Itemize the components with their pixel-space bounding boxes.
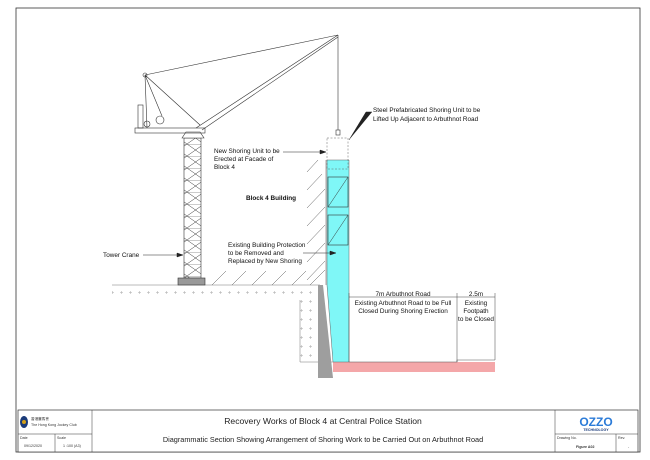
- label-building: Block 4 Building: [246, 195, 296, 202]
- label-footpath-note-3: to be Closed: [458, 316, 494, 323]
- drawing-title: Recovery Works of Block 4 at Central Pol…: [224, 416, 422, 426]
- leader-lines: [143, 111, 372, 258]
- label-tower-crane: Tower Crane: [103, 252, 140, 259]
- ground: [112, 284, 349, 363]
- label-road-note-2: Closed During Shoring Erection: [358, 308, 448, 315]
- label-footpath-dimension: 2.5m: [469, 291, 483, 298]
- label-protection-2: to be Removed and: [228, 250, 284, 257]
- label-protection-3: Replaced by New Shoring: [228, 258, 302, 265]
- label-steel-unit: Steel Prefabricated Shoring Unit to be: [373, 107, 481, 114]
- label-footpath-note-2: Footpath: [463, 308, 489, 315]
- client-logo: 香港賽馬會 The Hong Kong Jockey Club: [20, 416, 77, 428]
- drawing-no-value: Figure A02: [576, 445, 594, 449]
- client-name-english: The Hong Kong Jockey Club: [31, 423, 77, 427]
- company-logo: OZZO: [579, 415, 612, 429]
- tower-crane: [134, 34, 341, 286]
- building-hatch: [211, 159, 327, 286]
- label-road-dimension: 7m Arbuthnot Road: [375, 291, 431, 298]
- label-road-note: Existing Arbuthnot Road to be Full: [355, 300, 452, 307]
- drawing-labels: Steel Prefabricated Shoring Unit to be L…: [103, 107, 494, 323]
- date-label: Date: [20, 436, 28, 440]
- retaining-wall: [318, 285, 333, 378]
- label-new-unit-3: Block 4: [214, 164, 235, 171]
- label-new-unit: New Shoring Unit to be: [214, 148, 280, 155]
- title-block: 香港賽馬會 The Hong Kong Jockey Club Date 09/…: [17, 409, 639, 453]
- label-steel-unit-2: Lifted Up Adjacent to Arbuthnot Road: [373, 116, 479, 123]
- lifted-shoring-outline: [326, 137, 349, 170]
- label-new-unit-2: Erected at Facade of: [214, 156, 274, 163]
- label-footpath-note: Existing: [465, 300, 488, 307]
- label-protection: Existing Building Protection: [228, 242, 306, 249]
- company-logo-sub: TECHNOLOGY: [583, 428, 609, 432]
- road-slab: [333, 362, 495, 372]
- client-name-chinese: 香港賽馬會: [31, 416, 49, 421]
- drawing-no-label: Drawing No.: [557, 436, 577, 440]
- dimension-lines: [348, 293, 496, 362]
- drawing-subtitle: Diagrammatic Section Showing Arrangement…: [163, 435, 483, 444]
- date-value: 09/12/2020: [24, 444, 42, 448]
- shoring-unit: [326, 159, 350, 363]
- scale-label: Scale: [57, 436, 66, 440]
- rev-label: Rev.: [618, 436, 625, 440]
- rev-value: -: [628, 445, 630, 449]
- scale-value: 1 :100 (A3): [63, 444, 81, 448]
